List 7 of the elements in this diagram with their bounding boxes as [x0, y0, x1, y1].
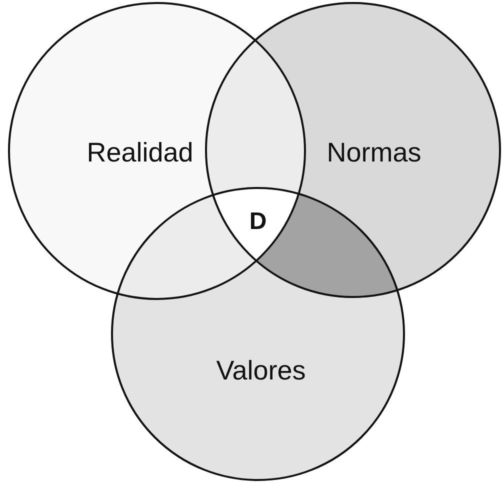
- set-label: Valores: [216, 356, 306, 386]
- set-label: Normas: [326, 138, 422, 168]
- intersection-label: D: [249, 208, 267, 236]
- set-circle: [205, 2, 501, 298]
- set-label: Realidad: [86, 138, 194, 168]
- set-circle: [8, 2, 306, 300]
- set-circle: [111, 187, 405, 481]
